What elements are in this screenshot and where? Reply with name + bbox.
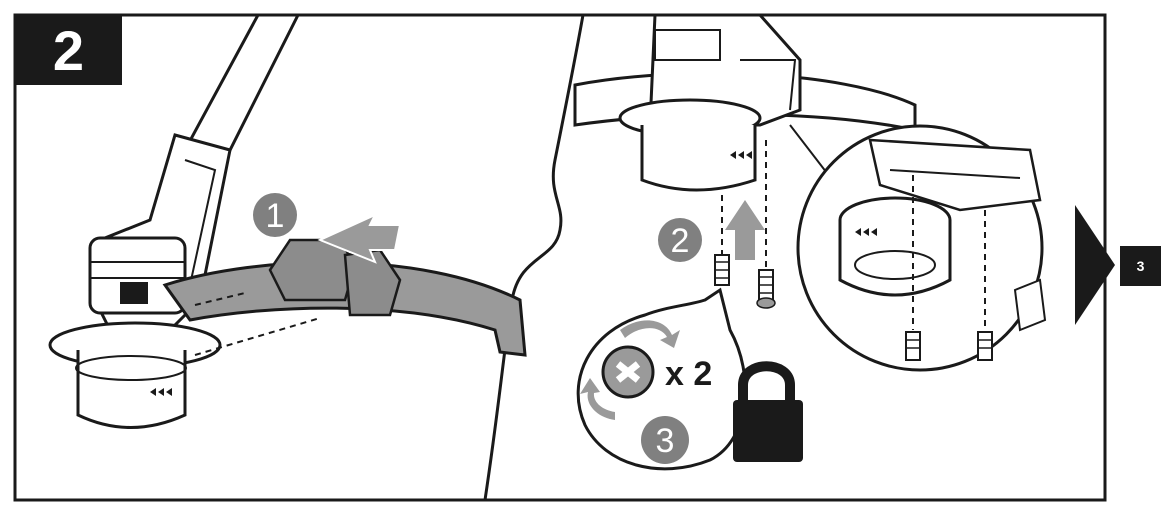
next-step-badge[interactable]: 3: [1120, 246, 1161, 286]
callout-3: 3: [641, 416, 689, 464]
spool-detail-zoom: [789, 124, 1047, 372]
phillips-screw-icon: [714, 254, 776, 309]
step-number-badge: 2: [15, 15, 122, 85]
svg-text:x 2: x 2: [665, 355, 712, 393]
svg-text:1: 1: [266, 197, 285, 235]
guard-left: [162, 238, 527, 357]
callout-2: 2: [658, 218, 702, 262]
svg-text:3: 3: [656, 422, 675, 460]
panel-divider: [483, 14, 585, 501]
rotate-clockwise-arrow-icon: [620, 320, 680, 348]
rotate-clockwise-arrow-icon-lower: [580, 378, 615, 420]
up-arrow-icon: [725, 200, 765, 260]
next-step-arrow-icon: [1075, 205, 1115, 325]
svg-text:2: 2: [671, 222, 690, 260]
lock-icon: [733, 361, 803, 462]
slide-arrow-icon: [317, 212, 402, 264]
callout-1: 1: [253, 193, 297, 237]
screw-detail-bubble: x 2: [576, 287, 747, 471]
